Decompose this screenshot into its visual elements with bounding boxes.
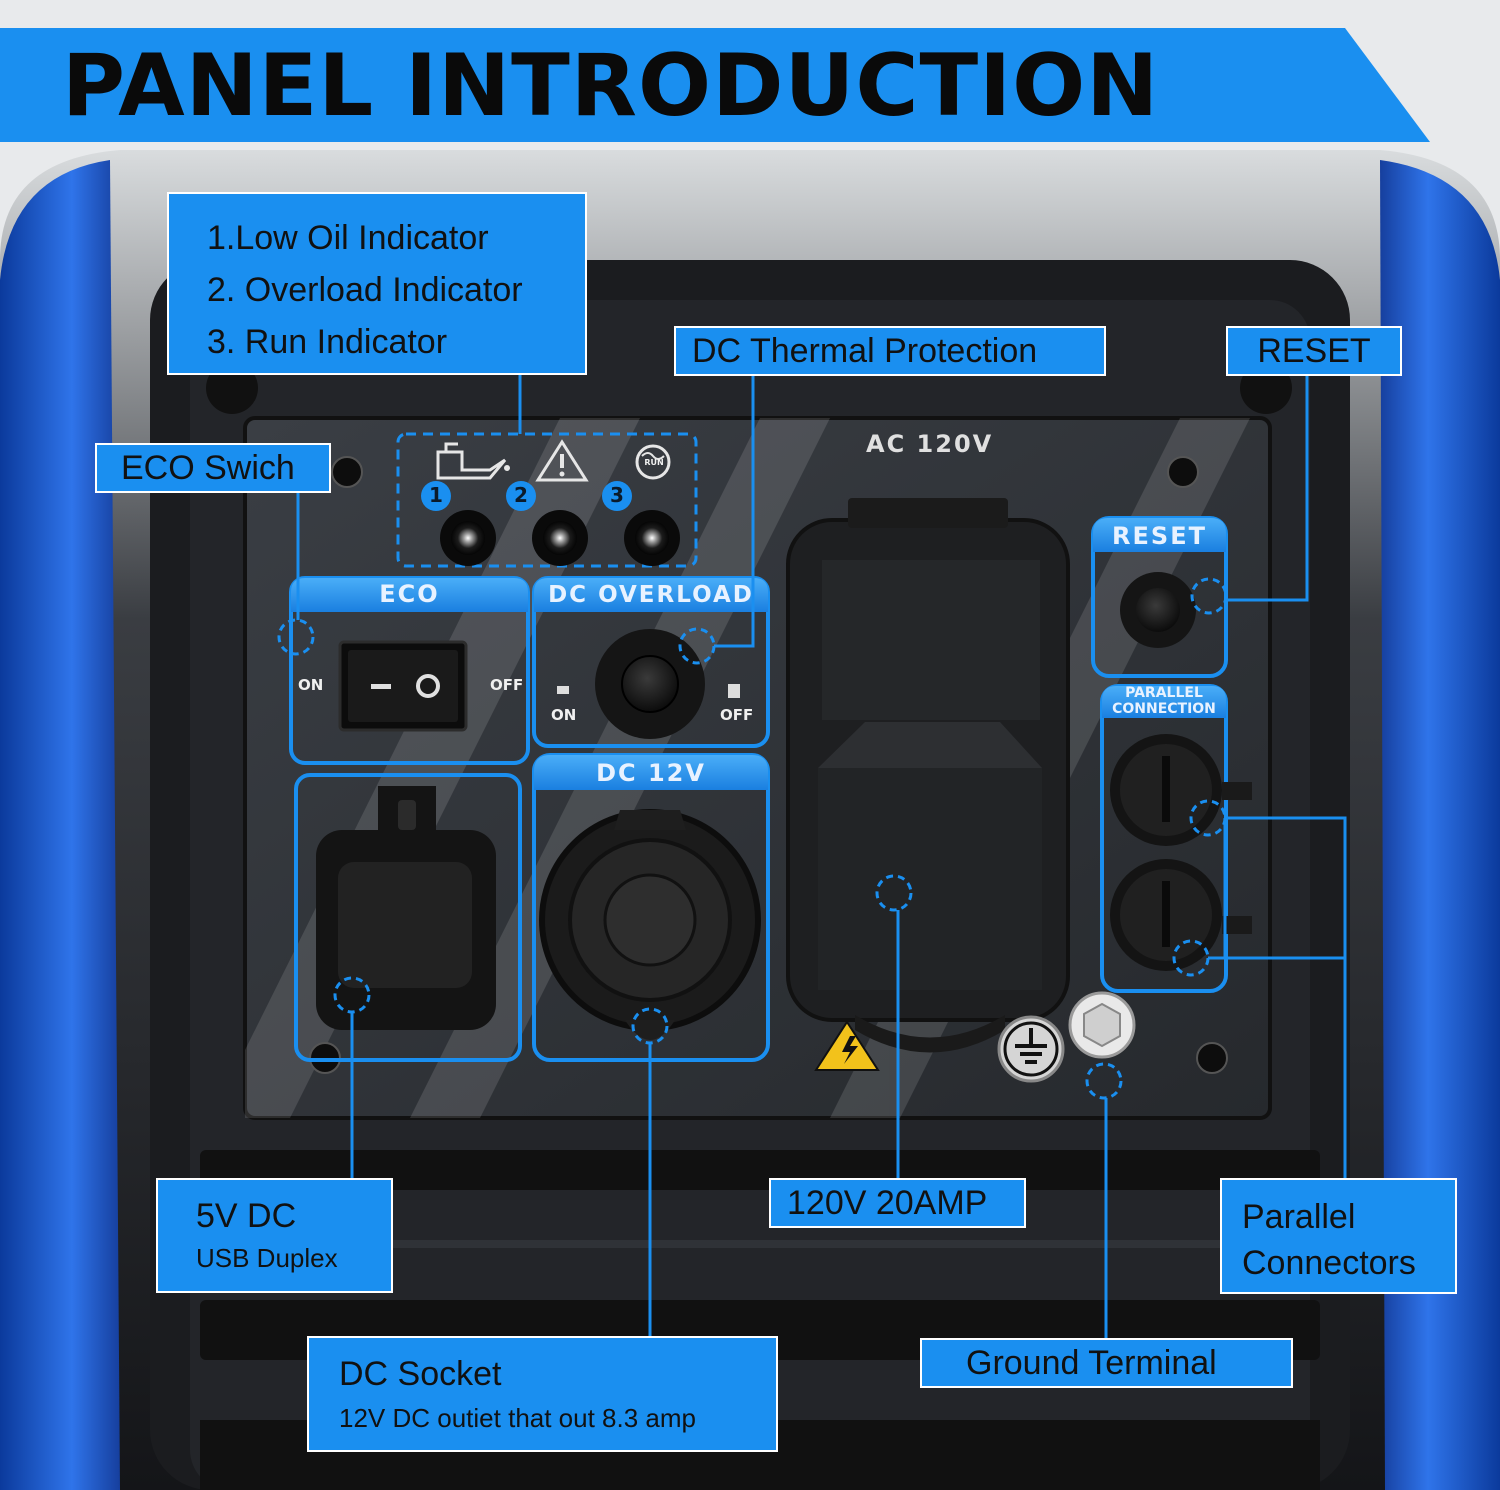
dc-thermal-callout: DC Thermal Protection — [674, 326, 1106, 376]
dc-socket-subtitle: 12V DC outiet that out 8.3 amp — [339, 1403, 696, 1433]
indicator-item-run: 3. Run Indicator — [207, 323, 448, 361]
usb-subtitle: USB Duplex — [196, 1243, 338, 1273]
eco-switch-label: ECO Swich — [121, 449, 295, 487]
eco-switch-callout: ECO Swich — [95, 443, 331, 493]
dc-overload-off-label: OFF — [720, 706, 754, 724]
parallel-tab-label-1: PARALLEL — [1125, 685, 1203, 701]
reset-label: RESET — [1257, 332, 1371, 370]
indicators-callout: 1.Low Oil Indicator 2. Overload Indicato… — [167, 192, 587, 375]
parallel-label-line1: Parallel — [1242, 1198, 1356, 1236]
indicator-number-2: 2 — [514, 483, 528, 507]
dc12v-tab-label: DC 12V — [596, 759, 706, 787]
indicator-number-3: 3 — [610, 483, 624, 507]
dc-socket-callout: DC Socket 12V DC outiet that out 8.3 amp — [307, 1336, 778, 1452]
parallel-connectors-callout: Parallel Connectors — [1220, 1178, 1457, 1294]
usb-title: 5V DC — [196, 1197, 297, 1235]
indicator-number-1: 1 — [429, 483, 443, 507]
reset-tab-label: RESET — [1112, 522, 1207, 550]
ground-terminal-callout: Ground Terminal — [920, 1338, 1293, 1388]
ground-terminal-label: Ground Terminal — [966, 1344, 1217, 1382]
ac-120v-callout: 120V 20AMP — [769, 1178, 1026, 1228]
eco-on-label: ON — [298, 676, 324, 694]
warning-triangle-icon — [535, 439, 589, 482]
eco-off-label: OFF — [490, 676, 524, 694]
dc-overload-tab-label: DC OVERLOAD — [548, 582, 754, 608]
ac-120v-label: 120V 20AMP — [787, 1184, 988, 1222]
run-icon — [635, 444, 671, 480]
indicator-item-low-oil: 1.Low Oil Indicator — [207, 219, 489, 257]
parallel-tab-label-2: CONNECTION — [1112, 701, 1216, 717]
run-icon-label: RUN — [644, 458, 664, 467]
page-title: PANEL INTRODUCTION — [62, 36, 1160, 136]
oil-can-icon — [436, 442, 507, 480]
ac-voltage-label: AC 120V — [866, 430, 994, 458]
eco-tab-label: ECO — [379, 580, 440, 608]
reset-callout: RESET — [1226, 326, 1402, 376]
high-voltage-icon — [814, 1020, 880, 1071]
dc-socket-title: DC Socket — [339, 1355, 502, 1393]
indicator-item-overload: 2. Overload Indicator — [207, 271, 523, 309]
dc-thermal-label: DC Thermal Protection — [692, 332, 1038, 370]
ground-icon — [997, 1015, 1065, 1083]
parallel-label-line2: Connectors — [1242, 1244, 1416, 1282]
dc-overload-on-label: ON — [551, 706, 577, 724]
usb-callout: 5V DC USB Duplex — [156, 1178, 393, 1293]
